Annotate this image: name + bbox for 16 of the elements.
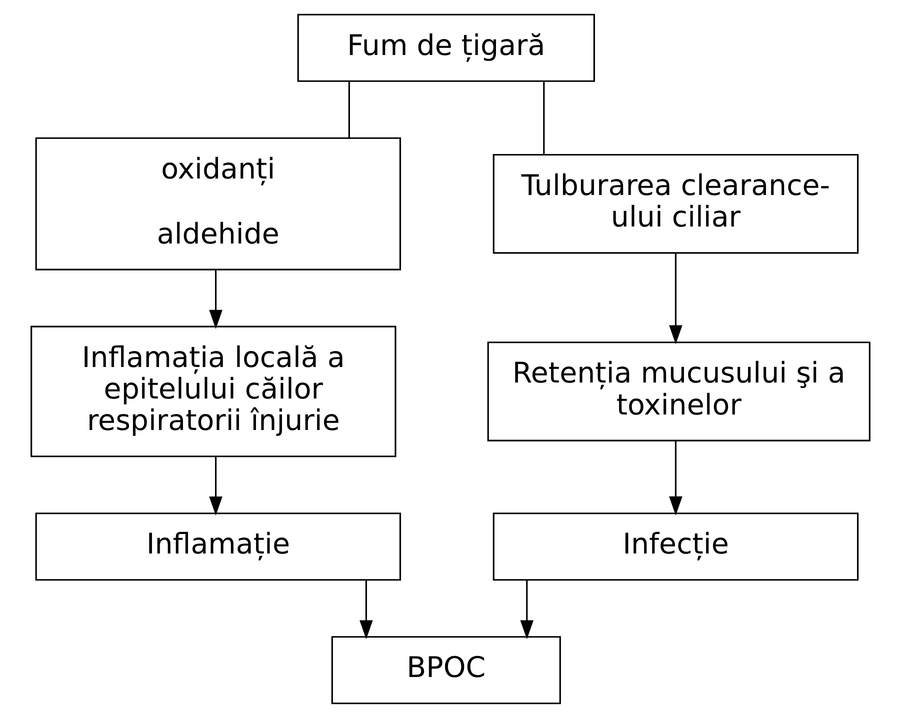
node-box: Inflamația locală a epitelului căilor respiratorii înjurie: [30, 326, 396, 458]
node-box: Retenția mucusului şi a toxinelor: [486, 342, 870, 442]
node-box: Tulburarea clearance-ului ciliar: [492, 154, 858, 254]
arrow: [208, 270, 222, 329]
arrow: [359, 580, 372, 640]
node-box: Inflamație: [34, 512, 401, 581]
connector: [348, 82, 350, 138]
arrow: [668, 253, 682, 344]
node-box: Fum de țigară: [296, 14, 594, 82]
connector: [542, 82, 544, 155]
node-box: oxidanți aldehide: [34, 137, 401, 270]
node-box: Infecție: [492, 512, 858, 581]
node-box: BPOC: [330, 636, 560, 704]
arrow: [520, 580, 534, 640]
arrow: [668, 440, 682, 516]
arrow: [208, 456, 222, 516]
